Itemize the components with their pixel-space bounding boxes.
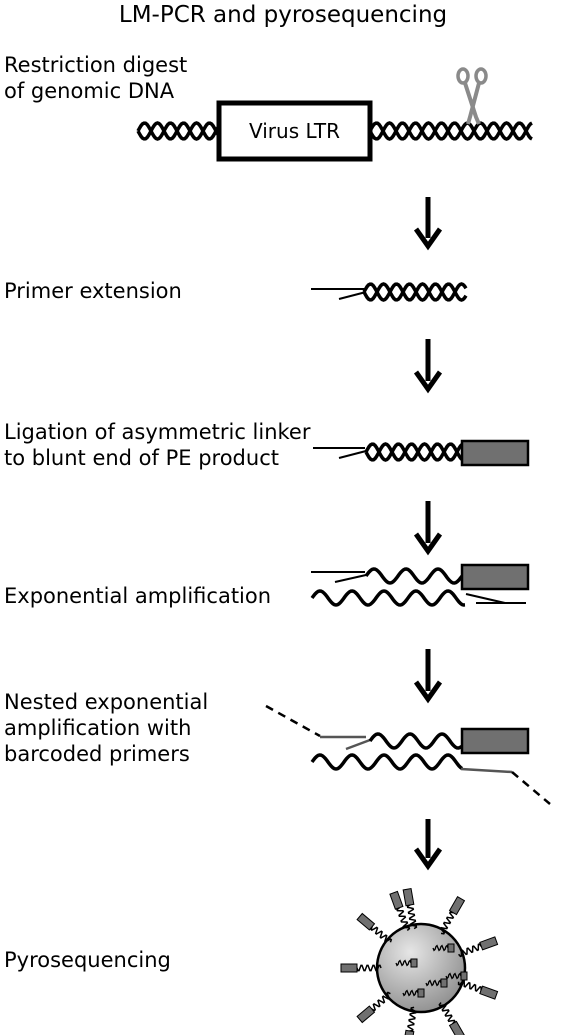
bead-dna-strand xyxy=(432,944,450,952)
step-label-line: Nested exponential xyxy=(4,690,209,714)
genomic-dna: Virus LTR xyxy=(136,100,533,162)
step-label-line: Pyrosequencing xyxy=(4,948,171,972)
scissors-icon xyxy=(456,67,488,125)
step-label-line: Exponential amplification xyxy=(4,584,272,608)
bead-linker xyxy=(402,887,415,907)
step-label-line: amplification with xyxy=(4,716,192,740)
step-label-line: of genomic DNA xyxy=(4,79,175,103)
down-arrow-icon xyxy=(413,197,443,251)
bead-dna-strand xyxy=(458,943,485,958)
bead-linker xyxy=(356,1005,376,1024)
step-label-pyrosequencing: Pyrosequencing xyxy=(4,947,171,973)
bead-dna-strand xyxy=(370,923,393,943)
diagram-title: LM-PCR and pyrosequencing xyxy=(118,2,448,28)
pe-dna-strand-b xyxy=(362,282,468,302)
bead-dna-strand xyxy=(445,972,463,980)
bead xyxy=(375,922,467,1014)
step-label-line: Restriction digest xyxy=(4,53,188,77)
lig-dna-strand-b xyxy=(364,442,464,462)
bead-linker xyxy=(448,1020,466,1035)
lig-dna-strand-a xyxy=(364,442,464,462)
bead-dna-strand xyxy=(402,989,420,997)
step-label-line: to blunt end of PE product xyxy=(4,446,279,470)
primer-tail xyxy=(338,450,367,459)
bead-linker xyxy=(440,978,448,988)
bead-dna-strand xyxy=(368,991,391,1012)
amp-top-strand xyxy=(364,567,464,585)
bead-linker xyxy=(447,943,455,953)
bead-linker xyxy=(356,912,376,931)
amp-bottom-strand xyxy=(310,589,466,607)
bead-dna-strand xyxy=(406,902,418,930)
down-arrow-icon xyxy=(413,339,443,394)
primer-tail xyxy=(338,291,367,300)
bead-dna-strand xyxy=(425,979,443,987)
bead-linker xyxy=(448,895,466,916)
barcode-tail-bottom xyxy=(511,771,551,805)
nested-bottom-strand xyxy=(310,753,464,771)
bead-dna-strand xyxy=(439,911,457,935)
bead-linker xyxy=(417,988,425,998)
asymmetric-linker xyxy=(460,727,530,755)
step-label-line: Primer extension xyxy=(4,279,182,303)
step-label-line: Ligation of asymmetric linker xyxy=(4,420,311,444)
virus-ltr-box xyxy=(216,100,373,162)
primer-tail xyxy=(334,574,367,583)
ligation-product xyxy=(313,439,530,467)
dna-left-strand-b xyxy=(136,121,221,141)
barcoded-primer xyxy=(460,767,513,774)
bead-dna-strand xyxy=(396,904,411,931)
bead-dna-strand xyxy=(395,959,413,967)
step-label-restriction-digest: Restriction digest of genomic DNA xyxy=(4,52,187,104)
step-label-ligation: Ligation of asymmetric linker to blunt e… xyxy=(4,419,311,471)
virus-ltr-label: Virus LTR xyxy=(249,119,340,143)
dna-right-strand-b xyxy=(368,121,533,141)
barcode-tail-top xyxy=(265,704,321,738)
bead-linker xyxy=(479,985,499,1000)
down-arrow-icon xyxy=(413,501,443,556)
bead-linker xyxy=(389,890,404,910)
primer-extension-product xyxy=(311,282,468,302)
bead-dna-strand xyxy=(438,1002,456,1027)
bead-dna-strand xyxy=(457,979,483,994)
bead-linker xyxy=(402,1029,415,1035)
down-arrow-icon xyxy=(413,819,443,871)
bead-linker xyxy=(479,936,499,951)
primer-tail xyxy=(345,738,371,751)
bead-dna-strand xyxy=(406,1006,417,1033)
down-arrow-icon xyxy=(413,649,443,704)
step-label-exponential-amplification: Exponential amplification xyxy=(4,583,271,609)
exponential-amplification-product xyxy=(310,563,530,607)
nested-top-strand xyxy=(368,732,463,750)
bead-linker xyxy=(340,963,358,973)
linker-primer xyxy=(465,593,506,604)
asymmetric-linker xyxy=(460,563,530,591)
bead-dna-strand xyxy=(355,964,382,972)
step-label-line: barcoded primers xyxy=(4,742,190,766)
sequencing-bead xyxy=(340,887,499,1035)
asymmetric-linker xyxy=(460,439,530,467)
nested-amplification-product xyxy=(265,704,551,805)
step-label-primer-extension: Primer extension xyxy=(4,278,182,304)
bead-linker xyxy=(410,958,418,968)
bead-linker xyxy=(460,971,468,981)
step-label-nested-amplification: Nested exponential amplification with ba… xyxy=(4,689,208,767)
